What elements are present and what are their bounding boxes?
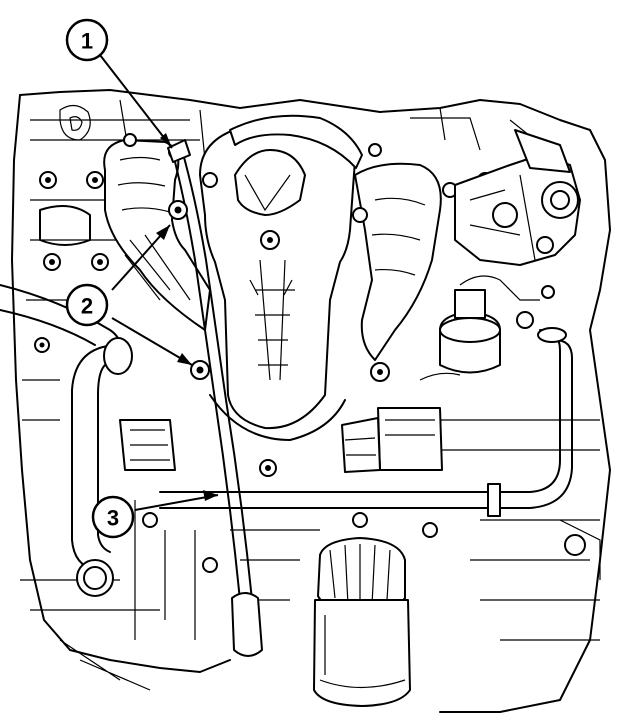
coolant-pipe-right [159,327,573,517]
callout-2: 2 [65,283,109,327]
callout-1-label: 1 [81,29,93,54]
throttle-body [454,129,581,266]
egr-valve [419,275,555,381]
callout-1: 1 [65,18,109,62]
intake-manifold [199,114,493,477]
callout-3-label: 3 [107,506,119,531]
exhaust-manifold [103,133,211,331]
callout-2-label: 2 [81,294,93,319]
coolant-hose-left [0,284,133,597]
callout-3: 3 [91,495,135,539]
leader-lines [99,54,219,511]
lower-components [119,407,443,640]
oil-filter [313,537,411,707]
oil-dipstick-tube [167,139,263,657]
